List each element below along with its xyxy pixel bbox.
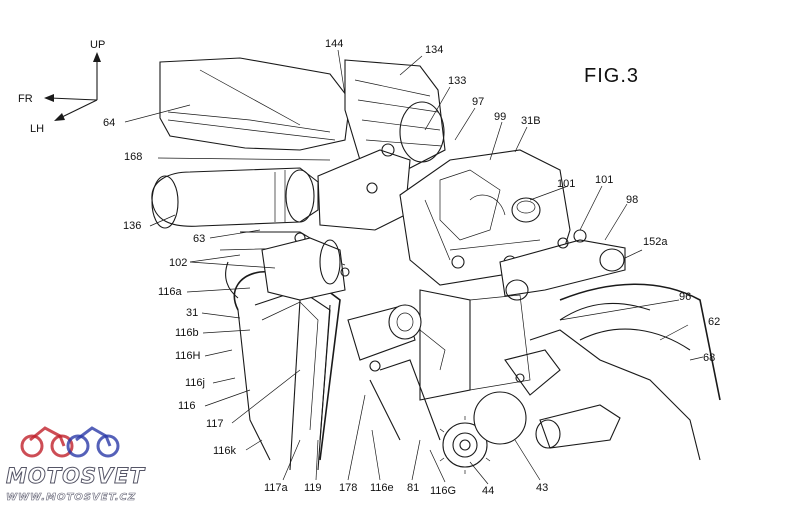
ref-label: 96 xyxy=(679,291,691,303)
ref-label: 136 xyxy=(123,220,141,232)
ref-label: 62 xyxy=(708,316,720,328)
ref-label: 152a xyxy=(643,236,668,248)
ref-label: 31 xyxy=(186,307,198,319)
ref-label: 117a xyxy=(264,482,289,494)
ref-label: 116k xyxy=(213,445,237,457)
ref-label: 101 xyxy=(557,178,575,190)
ref-label: 116a xyxy=(158,286,183,298)
ref-label: 44 xyxy=(482,485,494,497)
ref-label: 116b xyxy=(175,327,199,339)
ref-label: 116G xyxy=(430,485,456,497)
reference-labels: 144 134 64 133 97 99 31B 168 136 101 101… xyxy=(103,38,720,497)
ref-label: 178 xyxy=(339,482,357,494)
ref-label: 116e xyxy=(370,482,394,494)
figure-title: FIG.3 xyxy=(584,65,639,87)
ref-label: 102 xyxy=(169,257,187,269)
ref-label: 144 xyxy=(325,38,343,50)
axis-up-label: UP xyxy=(90,39,105,51)
ref-label: 101 xyxy=(595,174,613,186)
ref-label: 117 xyxy=(206,418,224,430)
ref-label: 116 xyxy=(178,400,196,412)
ref-label: 63 xyxy=(193,233,205,245)
watermark-brand: MOTOSVET xyxy=(6,464,146,488)
axis-forward-label: FR xyxy=(18,93,33,105)
ref-label: 98 xyxy=(626,194,638,206)
ref-label: 31B xyxy=(521,115,541,127)
ref-label: 97 xyxy=(472,96,484,108)
ref-label: 64 xyxy=(103,117,115,129)
leader-lines xyxy=(124,49,704,485)
ref-label: 68 xyxy=(703,352,715,364)
ref-label: 116H xyxy=(175,350,201,362)
ref-label: 81 xyxy=(407,482,419,494)
ref-label: 99 xyxy=(494,111,506,123)
engine-linework xyxy=(151,57,721,474)
watermark: MOTOSVET WWW.MOTOSVET.CZ xyxy=(6,426,146,503)
ref-label: 133 xyxy=(448,75,466,87)
orientation-axes: UP FR LH xyxy=(18,39,105,135)
ref-label: 168 xyxy=(124,151,142,163)
motorcycle-logo-icon xyxy=(20,426,120,458)
ref-label: 134 xyxy=(425,44,443,56)
ref-label: 116j xyxy=(185,377,205,389)
ref-label: 43 xyxy=(536,482,548,494)
watermark-url: WWW.MOTOSVET.CZ xyxy=(6,492,136,503)
ref-label: 119 xyxy=(304,482,322,494)
axis-left-label: LH xyxy=(30,123,44,135)
